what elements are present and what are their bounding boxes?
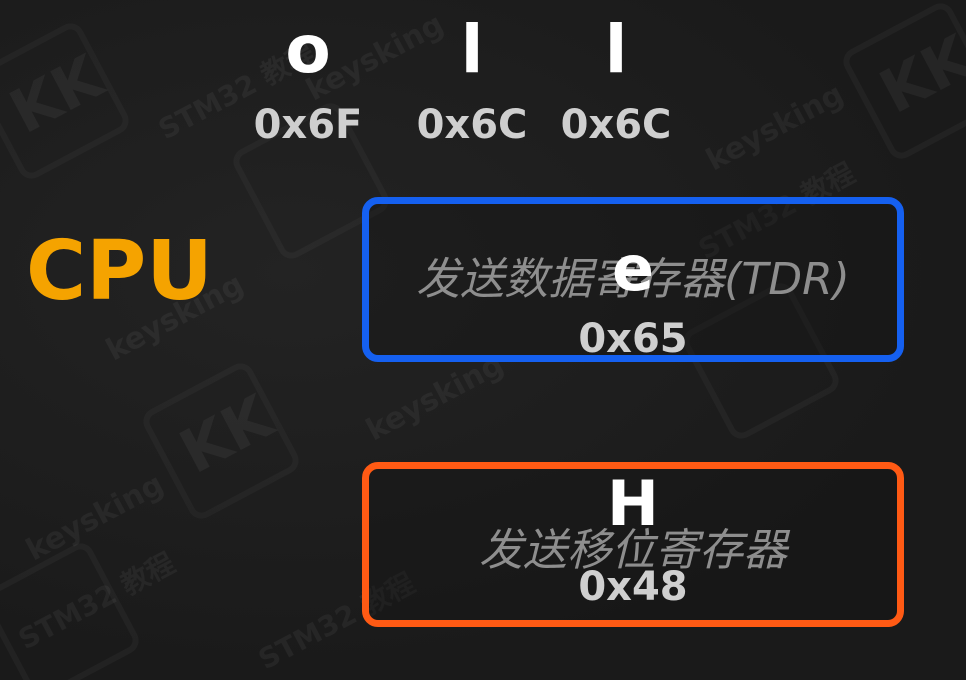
queued-char-o: o: [285, 11, 331, 88]
queued-hex-o: 0x6F: [253, 102, 363, 148]
watermark-text: keysking: [360, 346, 510, 449]
tdr-register-box: 发送数据寄存器(TDR) e 0x65: [362, 197, 904, 362]
queued-hex-l-1: 0x6C: [416, 102, 528, 148]
queued-char-l-1: l: [460, 11, 484, 88]
tdr-register-hex: 0x65: [578, 316, 688, 362]
shift-register-label: 发送移位寄存器: [479, 525, 787, 576]
shift-register-box: 发送移位寄存器 H 0x48: [362, 462, 904, 627]
queued-hex-l-2: 0x6C: [560, 102, 672, 148]
cpu-label: CPU: [26, 224, 213, 319]
tdr-register-char: e: [611, 232, 655, 305]
tdr-register-label: 发送数据寄存器(TDR): [416, 254, 850, 305]
shift-register-hex: 0x48: [578, 564, 688, 610]
queued-char-l-2: l: [604, 11, 628, 88]
shift-register-char: H: [607, 467, 659, 540]
